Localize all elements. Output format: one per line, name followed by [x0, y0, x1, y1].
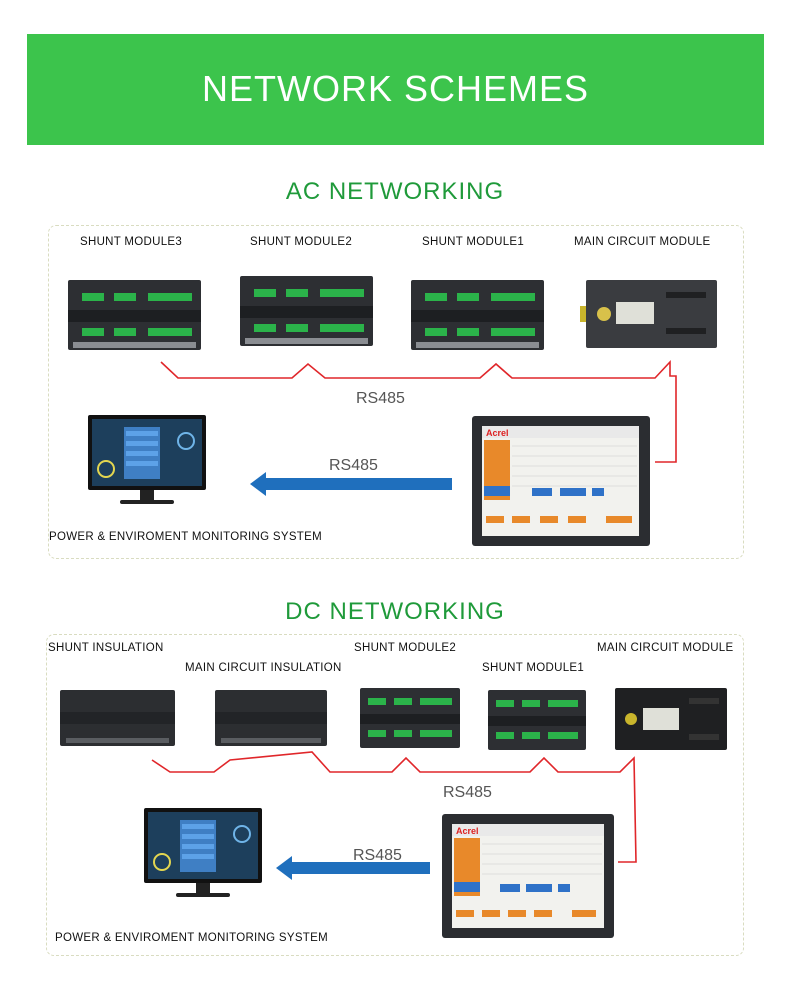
dc-arrow-label: RS485 [353, 847, 402, 864]
dc-arrow [276, 856, 430, 880]
dc-label-main: MAIN CIRCUIT MODULE [597, 642, 734, 654]
ac-system-label: POWER & ENVIROMENT MONITORING SYSTEM [49, 531, 322, 543]
dc-label-shunt2: SHUNT MODULE2 [354, 642, 457, 654]
ac-bus-label: RS485 [356, 390, 405, 407]
ac-label-main: MAIN CIRCUIT MODULE [574, 236, 711, 248]
page-title: NETWORK SCHEMES [201, 68, 590, 109]
ac-arrow-label: RS485 [329, 457, 378, 474]
dc-label-shunt-insulation: SHUNT INSULATION [48, 642, 164, 654]
dc-label-main-insulation: MAIN CIRCUIT INSULATION [185, 662, 342, 674]
ac-label-shunt1: SHUNT MODULE1 [422, 236, 525, 248]
dc-shunt-module1 [488, 690, 586, 750]
dc-shunt-insulation-module [60, 690, 175, 746]
header-banner: NETWORK SCHEMES [27, 34, 764, 145]
ac-hmi-panel: Acrel [472, 416, 650, 546]
ac-shunt-module3 [68, 280, 201, 350]
ac-shunt-module1 [411, 280, 544, 350]
ac-bus-wire [160, 359, 677, 463]
ac-arrow [250, 472, 452, 496]
ac-label-shunt2: SHUNT MODULE2 [250, 236, 353, 248]
ac-shunt-module2 [240, 276, 373, 346]
svg-text:Acrel: Acrel [486, 428, 509, 438]
dc-main-circuit-module [615, 688, 727, 750]
ac-panel [48, 225, 744, 559]
dc-main-insulation-module [215, 690, 327, 746]
dc-bus-wire [151, 751, 637, 863]
dc-section-title: DC NETWORKING [285, 598, 505, 625]
ac-section-title: AC NETWORKING [285, 178, 505, 205]
ac-label-shunt3: SHUNT MODULE3 [80, 236, 183, 248]
ac-main-circuit-module [580, 280, 717, 348]
dc-bus-label: RS485 [443, 784, 492, 801]
dc-monitoring-monitor [144, 808, 262, 897]
dc-shunt-module2 [360, 688, 460, 748]
svg-text:Acrel: Acrel [456, 826, 479, 836]
ac-monitoring-monitor [88, 415, 206, 504]
dc-hmi-panel: Acrel [442, 814, 614, 938]
dc-panel [46, 634, 744, 956]
dc-system-label: POWER & ENVIROMENT MONITORING SYSTEM [55, 932, 328, 944]
dc-label-shunt1: SHUNT MODULE1 [482, 662, 585, 674]
